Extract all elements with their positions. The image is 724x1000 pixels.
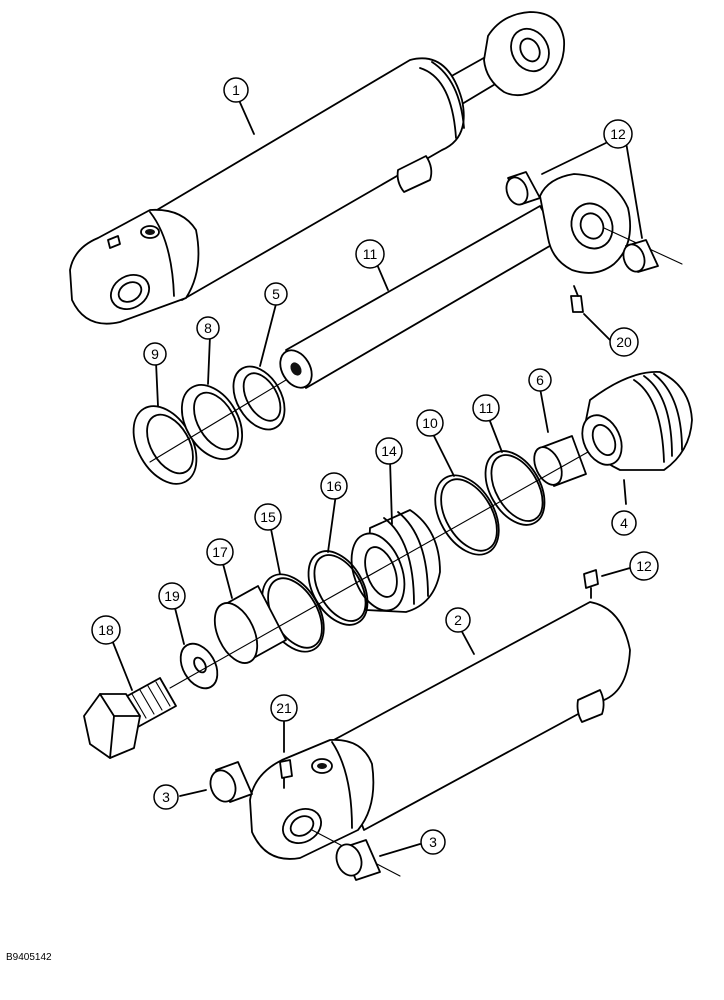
part-1-cylinder-assembly: [69, 11, 565, 325]
callout-19: 18: [91, 615, 121, 645]
svg-text:11: 11: [479, 400, 494, 416]
callout-18: 17: [206, 538, 234, 566]
callout-2: 2: [445, 607, 471, 633]
callout-12: 12: [629, 551, 659, 581]
part-10-o-ring: [434, 474, 500, 556]
axis-line-lower: [169, 451, 589, 689]
callout-9: 9: [143, 342, 167, 366]
part-4-gland: [581, 371, 693, 471]
callout-6: 6: [528, 368, 552, 392]
svg-text:21: 21: [276, 700, 292, 716]
svg-text:3: 3: [162, 789, 170, 805]
svg-text:8: 8: [204, 320, 212, 336]
part-20-washer: [179, 642, 219, 690]
callout-15: 14: [375, 437, 403, 465]
callout-4: 4: [611, 510, 637, 536]
svg-text:6: 6: [536, 372, 544, 388]
figure-id: B9405142: [6, 952, 52, 963]
part-18-wear-ring: [213, 585, 287, 664]
part-13-piston-rod: [279, 173, 683, 389]
callout-20: 19: [158, 582, 186, 610]
part-14-bushings: [505, 171, 659, 273]
svg-text:14: 14: [381, 443, 397, 459]
leader-lines: [111, 97, 643, 857]
svg-text:1: 1: [232, 82, 240, 98]
svg-text:12: 12: [610, 126, 626, 142]
svg-text:9: 9: [151, 346, 159, 362]
callout-17: 16: [320, 472, 348, 500]
svg-text:19: 19: [164, 588, 180, 604]
part-22-grease-fitting: [279, 759, 293, 789]
part-11-backup-ring: [484, 450, 546, 526]
callout-11: 11: [472, 394, 500, 422]
svg-text:16: 16: [326, 478, 342, 494]
callout-5: 5: [264, 282, 288, 306]
part-3-bushings: [209, 761, 381, 881]
svg-text:3: 3: [429, 834, 437, 850]
svg-text:10: 10: [422, 415, 438, 431]
part-5-backup-ring: [232, 365, 286, 431]
svg-text:15: 15: [260, 509, 276, 525]
svg-text:5: 5: [272, 286, 280, 302]
svg-text:2: 2: [454, 612, 462, 628]
callout-3-left: 3: [153, 784, 179, 810]
part-6-wear-ring: [533, 435, 587, 487]
svg-text:18: 18: [98, 622, 114, 638]
axis-line-upper: [149, 379, 287, 463]
callout-13: 11: [355, 239, 385, 269]
part-19-piston-bolt: [83, 677, 177, 759]
part-12-plug: [583, 569, 599, 599]
callout-3-right: 3: [420, 829, 446, 855]
callout-8: 8: [196, 316, 220, 340]
callout-21: 20: [609, 327, 639, 357]
svg-text:4: 4: [620, 515, 628, 531]
svg-text:11: 11: [363, 246, 378, 262]
callout-10: 10: [416, 409, 444, 437]
part-15-piston: [350, 509, 441, 613]
part-8-rod-seal: [180, 384, 244, 460]
svg-text:20: 20: [616, 334, 632, 350]
callout-1: 1: [223, 77, 249, 103]
svg-text:17: 17: [212, 544, 228, 560]
svg-text:12: 12: [636, 558, 652, 574]
callout-16: 15: [254, 503, 282, 531]
part-9-wiper-seal: [132, 405, 198, 485]
part-2-cylinder-barrel: [249, 601, 631, 877]
part-21-grease-fitting: [570, 285, 584, 313]
callout-22: 21: [270, 694, 298, 722]
callout-14: 12: [603, 119, 633, 149]
